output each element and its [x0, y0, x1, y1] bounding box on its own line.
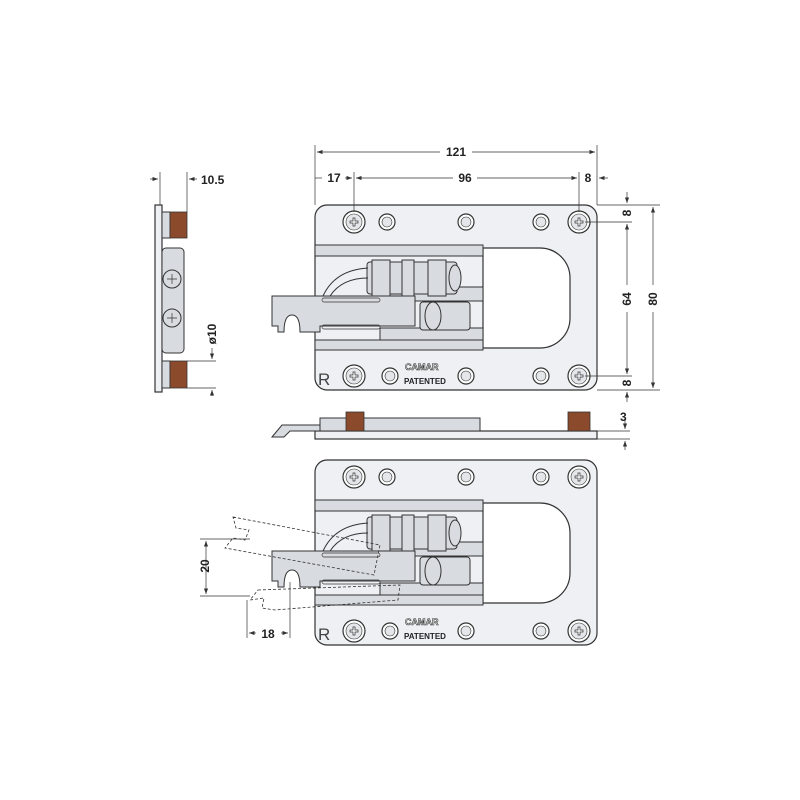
dim-side-depth: 10.5: [201, 173, 225, 187]
mounting-hole-icon: [457, 213, 475, 231]
mounting-hole-icon: [457, 367, 475, 385]
dim-hole-spacing: 96: [458, 171, 472, 185]
patented-label: PATENTED: [404, 377, 446, 386]
screw-icon: [342, 210, 366, 234]
screw-icon: [342, 465, 366, 489]
dim-top-offset: 8: [620, 209, 634, 216]
screw-icon: [342, 364, 366, 388]
screw-icon: [567, 619, 591, 643]
mounting-hole-icon: [532, 367, 550, 385]
dim-stud-diameter: ø10: [205, 323, 219, 344]
mounting-hole-icon: [532, 213, 550, 231]
dim-overall-height: 80: [646, 292, 660, 306]
dim-vertical-spacing: 64: [620, 292, 634, 306]
mounting-hole-icon: [532, 468, 550, 486]
brand-logo: CAMAR: [405, 617, 439, 627]
dim-thickness: 3: [620, 410, 627, 424]
side-mark-label: R: [318, 370, 330, 389]
dim-right-offset: 8: [585, 171, 592, 185]
dim-left-offset: 17: [327, 171, 341, 185]
mounting-hole-icon: [378, 213, 396, 231]
side-mark-label: R: [318, 625, 330, 644]
dimension-lines: 121 17 96 8 8 64 8 80: [314, 145, 660, 402]
dim-swing-travel: 18: [261, 627, 275, 641]
screw-icon: [567, 465, 591, 489]
mounting-hole-icon: [457, 468, 475, 486]
mounting-hole-icon: [381, 622, 399, 640]
mounting-hole-icon: [532, 622, 550, 640]
dim-overall-width: 121: [446, 145, 466, 159]
mounting-hole-icon: [457, 622, 475, 640]
swing-view: R CAMAR PATENTED 20 18: [198, 459, 598, 646]
edge-view: 3: [270, 410, 630, 450]
dim-bottom-offset: 8: [620, 379, 634, 386]
dim-swing-height: 20: [198, 559, 212, 573]
brand-logo: CAMAR: [405, 362, 439, 372]
mounting-hole-icon: [378, 468, 396, 486]
patented-label: PATENTED: [404, 632, 446, 641]
side-view: 10.5 ø10: [150, 172, 225, 396]
screw-icon: [342, 619, 366, 643]
top-view: R CAMAR PATENTED: [271, 204, 598, 391]
mounting-hole-icon: [381, 367, 399, 385]
